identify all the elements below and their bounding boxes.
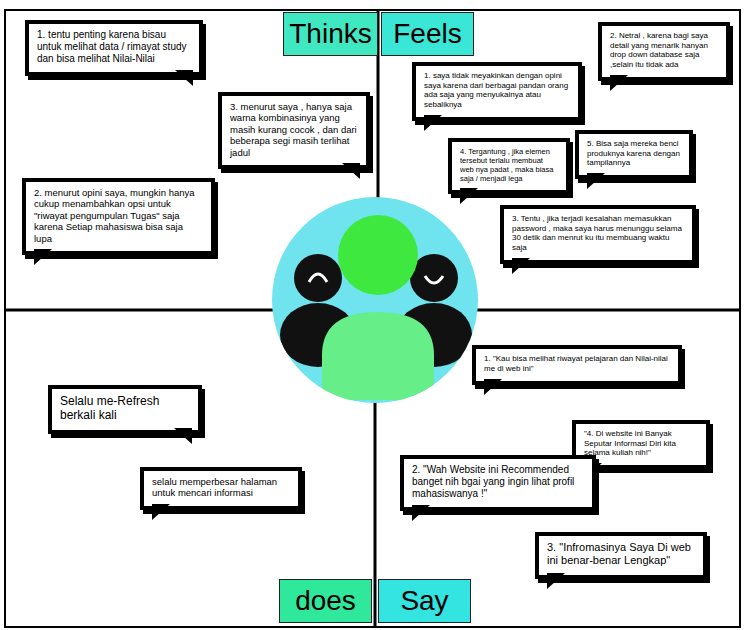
persona-circle bbox=[272, 197, 478, 403]
quadrant-label: Thinks bbox=[283, 12, 378, 56]
bubble-text: 2. Netral , karena bagi saya detail yang… bbox=[610, 31, 718, 69]
bubble-tail bbox=[585, 173, 609, 193]
speech-bubble: 2. Netral , karena bagi saya detail yang… bbox=[598, 22, 730, 81]
bubble-tail bbox=[608, 75, 632, 95]
bubble-tail-shape bbox=[512, 258, 530, 274]
speech-bubble: 5. Bisa saja mereka benci produknya kare… bbox=[575, 130, 693, 179]
bubble-text: 3. "Infromasinya Saya Di web ini benar-b… bbox=[547, 541, 695, 567]
quadrant-label: Feels bbox=[381, 12, 474, 56]
bubble-tail bbox=[482, 379, 506, 399]
bubble-tail-shape bbox=[424, 115, 442, 131]
speech-bubble: 1. saya tidak meyakinkan dengan opini sa… bbox=[412, 62, 582, 121]
persona-eye bbox=[309, 274, 327, 282]
speech-bubble: 2. "Wah Website ini Recommended banget n… bbox=[400, 455, 596, 511]
bubble-tail bbox=[545, 573, 569, 593]
bubble-tail-shape bbox=[175, 70, 193, 86]
bubble-tail bbox=[510, 258, 534, 278]
persona-illustration bbox=[272, 197, 478, 403]
bubble-tail-shape bbox=[342, 163, 360, 179]
speech-bubble: 2. menurut opini saya, mungkin hanya cuk… bbox=[22, 178, 215, 255]
bubble-tail-shape bbox=[587, 173, 605, 189]
bubble-text: "4. Di website ini Banyak Seputar Inform… bbox=[584, 429, 698, 458]
bubble-tail-shape bbox=[412, 505, 430, 521]
bubble-text: 1. "Kau bisa melihat riwayat pelajaran d… bbox=[484, 354, 670, 373]
speech-bubble: 4. Tergantung , jika elemen tersebut ter… bbox=[448, 138, 570, 194]
quadrant-label: Say bbox=[378, 579, 471, 623]
bubble-tail-shape bbox=[610, 75, 628, 91]
bubble-tail-shape bbox=[460, 188, 478, 204]
speech-bubble: 1. "Kau bisa melihat riwayat pelajaran d… bbox=[472, 345, 682, 385]
bubble-tail-shape bbox=[174, 428, 192, 444]
speech-bubble: Selalu me-Refresh berkali kali bbox=[48, 385, 202, 434]
bubble-text: 5. Bisa saja mereka benci produknya kare… bbox=[587, 139, 681, 168]
bubble-tail bbox=[174, 428, 198, 448]
persona-body bbox=[322, 312, 434, 400]
speech-bubble: selalu memperbesar halaman untuk mencari… bbox=[140, 467, 302, 510]
bubble-text: selalu memperbesar halaman untuk mencari… bbox=[152, 476, 290, 499]
bubble-tail-shape bbox=[547, 573, 565, 589]
bubble-tail bbox=[175, 70, 199, 90]
persona-eye bbox=[425, 276, 443, 283]
bubble-text: Selalu me-Refresh berkali kali bbox=[60, 394, 190, 423]
bubble-text: 3. menurut saya , hanya saja warna kombi… bbox=[230, 101, 358, 158]
speech-bubble: 3. Tentu , jika terjadi kesalahan memasu… bbox=[500, 205, 696, 264]
map-frame bbox=[5, 10, 740, 627]
speech-bubble: 3. menurut saya , hanya saja warna kombi… bbox=[218, 92, 370, 169]
persona-head bbox=[294, 254, 342, 302]
bubble-tail bbox=[422, 115, 446, 135]
bubble-tail bbox=[150, 504, 174, 524]
speech-bubble: 1. tentu penting karena bisau untuk meli… bbox=[25, 20, 203, 76]
quadrant-label: does bbox=[279, 579, 372, 623]
bubble-text: 2. menurut opini saya, mungkin hanya cuk… bbox=[34, 187, 203, 244]
bubble-tail bbox=[342, 163, 366, 183]
bubble-text: 1. tentu penting karena bisau untuk meli… bbox=[37, 29, 191, 65]
bubble-tail bbox=[458, 188, 482, 208]
bubble-tail bbox=[32, 249, 56, 269]
bubble-tail-shape bbox=[152, 504, 170, 520]
persona-head bbox=[338, 215, 418, 295]
quadrant-title: does bbox=[295, 587, 356, 615]
bubble-text: 1. saya tidak meyakinkan dengan opini sa… bbox=[424, 71, 570, 109]
speech-bubble: 3. "Infromasinya Saya Di web ini benar-b… bbox=[535, 532, 707, 579]
quadrant-title: Feels bbox=[393, 20, 461, 48]
quadrant-title: Thinks bbox=[289, 20, 371, 48]
quadrant-title: Say bbox=[400, 587, 448, 615]
bubble-tail bbox=[410, 505, 434, 525]
bubble-text: 3. Tentu , jika terjadi kesalahan memasu… bbox=[512, 214, 684, 252]
bubble-tail-shape bbox=[34, 249, 52, 265]
bubble-text: 4. Tergantung , jika elemen tersebut ter… bbox=[460, 147, 558, 183]
bubble-text: 2. "Wah Website ini Recommended banget n… bbox=[412, 464, 584, 500]
bubble-tail-shape bbox=[484, 379, 502, 395]
